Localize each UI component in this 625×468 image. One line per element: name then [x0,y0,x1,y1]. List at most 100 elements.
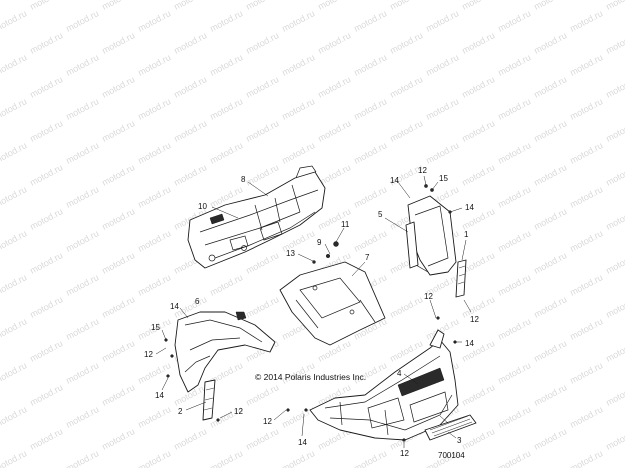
callout-3: 3 [457,436,462,445]
leader-lines [155,175,472,448]
watermark-text: motod.ru [532,118,568,144]
part-grille [424,414,477,441]
watermark-text: motod.ru [244,0,280,12]
watermark-text: motod.ru [136,360,172,386]
watermark-text: motod.ru [244,382,280,408]
watermark-text: motod.ru [388,74,424,100]
callout-10: 10 [198,202,207,211]
watermark-text: motod.ru [352,96,388,122]
watermark-text: motod.ru [352,140,388,166]
watermark-text: motod.ru [316,74,352,100]
watermark-text: motod.ru [100,294,136,320]
watermark-text: motod.ru [388,30,424,56]
part-dashboard-frame [187,165,326,269]
watermark-text: motod.ru [64,96,100,122]
callout-14-left-bottom: 14 [155,391,164,400]
watermark-text: motod.ru [64,52,100,78]
watermark-text: motod.ru [0,184,28,210]
watermark-text: motod.ru [100,162,136,188]
watermark-text: motod.ru [136,272,172,298]
watermark-text: motod.ru [0,404,28,430]
watermark-text: motod.ru [28,0,64,12]
watermark-text: motod.ru [568,228,604,254]
callout-12-right: 12 [470,315,479,324]
watermark-text: motod.ru [172,74,208,100]
watermark-text: motod.ru [0,316,28,342]
watermark-text: motod.ru [28,162,64,188]
watermark-text: motod.ru [28,294,64,320]
watermark-text: motod.ru [604,382,625,408]
watermark-text: motod.ru [568,140,604,166]
watermark-text: motod.ru [100,30,136,56]
callout-14-top: 14 [390,176,399,185]
watermark-text: motod.ru [244,250,280,276]
watermark-text: motod.ru [244,74,280,100]
watermark-text: motod.ru [352,448,388,468]
watermark-text: motod.ru [100,74,136,100]
watermark-text: motod.ru [352,8,388,34]
watermark-text: motod.ru [28,74,64,100]
watermark-text: motod.ru [64,272,100,298]
watermark-text: motod.ru [604,294,625,320]
watermark-text: motod.ru [244,118,280,144]
watermark-text: motod.ru [460,118,496,144]
watermark-text: motod.ru [532,382,568,408]
part-strip-1 [455,259,467,298]
watermark-text: motod.ru [208,96,244,122]
watermark-text: motod.ru [532,338,568,364]
watermark-text: motod.ru [0,360,28,386]
callout-2: 2 [178,407,183,416]
watermark-text: motod.ru [28,250,64,276]
watermark-text: motod.ru [388,118,424,144]
watermark-text: motod.ru [460,382,496,408]
watermark-text: motod.ru [244,162,280,188]
watermark-text: motod.ru [0,272,28,298]
watermark-text: motod.ru [496,448,532,468]
callout-13: 13 [286,249,295,258]
watermark-text: motod.ru [532,0,568,12]
callout-14-bottom: 14 [298,438,307,447]
watermark-text: motod.ru [100,338,136,364]
watermark-text: motod.ru [604,426,625,452]
watermark-text: motod.ru [388,294,424,320]
watermark-text: motod.ru [352,52,388,78]
callout-14-fascia: 14 [465,339,474,348]
watermark-text: motod.ru [496,360,532,386]
watermark-text: motod.ru [568,360,604,386]
watermark-text: motod.ru [496,140,532,166]
watermark-text: motod.ru [28,30,64,56]
callout-12-bottom: 12 [263,417,272,426]
callout-12-top: 12 [418,166,427,175]
callout-11: 11 [341,220,350,229]
watermark-text: motod.ru [136,228,172,254]
callout-14-left-top: 14 [170,302,179,311]
watermark-text: motod.ru [388,0,424,12]
watermark-text: motod.ru [100,118,136,144]
callout-12-bottom-right: 12 [400,449,409,458]
watermark-text: motod.ru [316,118,352,144]
watermark-text: motod.ru [604,30,625,56]
watermark-text: motod.ru [64,228,100,254]
callout-15-left: 15 [151,323,160,332]
watermark-text: motod.ru [280,404,316,430]
callout-8: 8 [241,175,246,184]
watermark-text: motod.ru [424,140,460,166]
watermark-text: motod.ru [0,52,28,78]
watermark-text: motod.ru [532,162,568,188]
watermark-text: motod.ru [316,30,352,56]
watermark-text: motod.ru [496,52,532,78]
watermark-text: motod.ru [136,140,172,166]
watermark-text: motod.ru [208,52,244,78]
watermark-text: motod.ru [64,448,100,468]
watermark-text: motod.ru [136,184,172,210]
watermark-text: motod.ru [568,52,604,78]
part-center-panel [279,261,386,346]
watermark-text: motod.ru [100,206,136,232]
watermark-text: motod.ru [172,162,208,188]
watermark-text: motod.ru [0,228,28,254]
watermark-text: motod.ru [496,228,532,254]
watermark-text: motod.ru [244,30,280,56]
watermark-text: motod.ru [28,382,64,408]
